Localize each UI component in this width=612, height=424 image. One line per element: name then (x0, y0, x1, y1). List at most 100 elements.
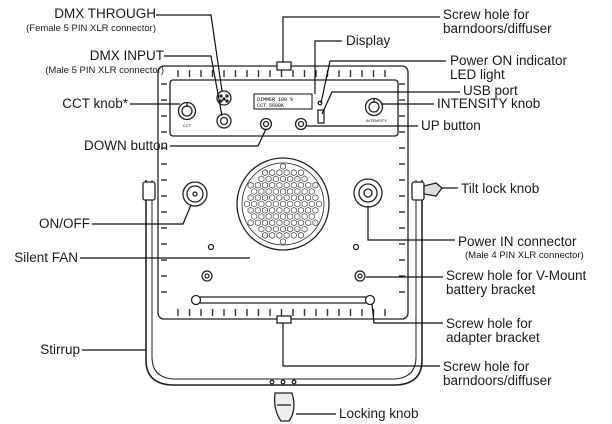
fan-hole (283, 231, 290, 239)
fan-hole (301, 213, 308, 220)
label-intensity-knob: INTENSITY knob (437, 96, 541, 111)
fan-hole (283, 169, 290, 177)
stirrup-right-pivot (411, 181, 425, 201)
fan-hole (244, 200, 250, 208)
fan-hole (312, 206, 319, 214)
fan-hole (305, 181, 312, 189)
fan-hole (305, 206, 312, 214)
fan-hole (280, 162, 286, 170)
fan-hole (258, 200, 265, 208)
fan-hole (280, 188, 286, 195)
down-button-icon (259, 117, 273, 131)
fan-hole (283, 219, 290, 227)
fan-hole (298, 194, 304, 202)
label-dmx-through-note: (Female 5 PIN XLR connector) (26, 23, 156, 34)
fan-hole (251, 200, 258, 208)
fan-hole (298, 181, 304, 189)
on-off-switch-icon (182, 181, 208, 207)
fan-hole (290, 219, 297, 227)
fan-hole (294, 188, 301, 195)
label-locking-knob: Locking knob (339, 406, 419, 421)
label-adapter-1: Screw hole for (446, 316, 533, 331)
fan-hole (294, 225, 301, 233)
fan-hole (265, 200, 272, 208)
power-in-connector-icon (353, 178, 383, 208)
fan-hole (265, 213, 272, 220)
fan-hole (265, 188, 272, 195)
fan-hole (287, 213, 294, 220)
fan-hole (262, 194, 268, 202)
fan-hole (298, 219, 304, 227)
fan-hole (276, 219, 283, 227)
fan-hole (254, 194, 261, 202)
fan-hole (312, 194, 319, 202)
cct-knob-icon (177, 101, 197, 121)
fan-hole (276, 181, 283, 189)
fan-hole (269, 169, 276, 177)
label-dmx-input: DMX INPUT (89, 48, 164, 63)
fan-hole (272, 200, 279, 208)
fan-hole (298, 169, 304, 177)
fan-hole (305, 194, 312, 202)
tilt-lock-knob-icon (423, 182, 443, 197)
fan-hole (312, 219, 319, 227)
label-silent-fan: Silent FAN (14, 250, 78, 265)
fan-hole (269, 219, 276, 227)
fan-hole (258, 213, 265, 220)
label-vmount-1: Screw hole for V-Mount (446, 268, 587, 283)
fan-hole (276, 206, 283, 214)
fan-hole (280, 175, 286, 183)
fan-hole (251, 188, 258, 195)
fan-hole (272, 188, 279, 195)
label-display: Display (346, 33, 391, 48)
display-line-1: DIMMER 100 % (257, 97, 293, 103)
label-dmx-through: DMX THROUGH (54, 6, 156, 21)
top-screw-tab (276, 61, 292, 71)
fan-hole (254, 219, 261, 227)
fan-hole (308, 188, 315, 195)
dmx-through-connector-icon (216, 90, 232, 106)
fan-hole (262, 206, 268, 214)
fan-hole (258, 175, 265, 183)
label-power-in-note: (Male 4 PIN XLR connector) (465, 250, 584, 261)
cct-side-text: CCT (183, 123, 192, 128)
fan-hole (262, 181, 268, 189)
fan-hole (265, 175, 272, 183)
fan-hole (272, 175, 279, 183)
fan-hole (301, 188, 308, 195)
fan-hole (280, 238, 286, 246)
fan-hole (283, 194, 290, 202)
fan-hole (301, 175, 308, 183)
fan-hole (258, 225, 265, 233)
fan-hole (269, 194, 276, 202)
stirrup (145, 180, 423, 386)
usb-port-icon (317, 109, 325, 124)
label-tilt-lock: Tilt lock knob (461, 181, 540, 196)
label-adapter-2: adapter bracket (446, 330, 540, 345)
dmx-input-connector-icon (216, 113, 232, 129)
label-power-in: Power IN connector (458, 234, 577, 249)
intensity-knob-icon (364, 97, 384, 117)
fan-hole (280, 213, 286, 220)
fan-hole (276, 194, 283, 202)
fan-hole (294, 200, 301, 208)
label-screw-top-1: Screw hole for (443, 7, 530, 22)
leader-lines (80, 14, 460, 415)
fan-hole (301, 200, 308, 208)
fan-hole (280, 200, 286, 208)
fan-hole (312, 181, 319, 189)
fan-hole (294, 175, 301, 183)
locking-knob-icon (273, 392, 295, 422)
up-button-icon (294, 117, 308, 131)
fan-hole (251, 213, 258, 220)
fan-hole (269, 181, 276, 189)
fan-hole (298, 206, 304, 214)
label-screw-bottom-2: barndoors/diffuser (443, 373, 552, 388)
screw-hole-icon (352, 243, 360, 251)
fan-hole (247, 206, 254, 214)
label-dmx-input-note: (Male 5 PIN XLR connector) (45, 65, 164, 76)
label-up-button: UP button (421, 118, 481, 133)
fan-hole (280, 225, 286, 233)
fan-hole (316, 200, 322, 208)
fan-hole (247, 219, 254, 227)
